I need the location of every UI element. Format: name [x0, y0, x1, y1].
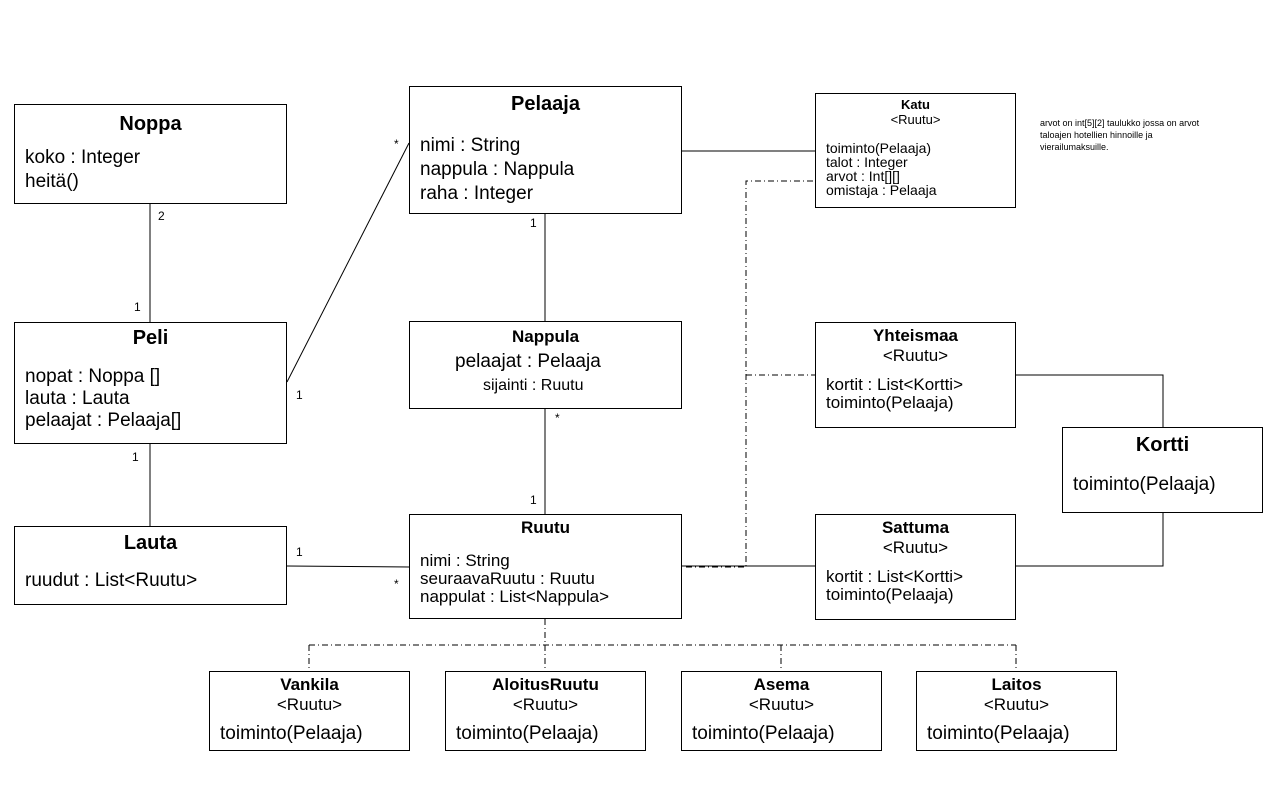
- class-peli: Peli nopat : Noppa [] lauta : Lauta pela…: [14, 322, 287, 444]
- class-title: Katu: [901, 97, 930, 112]
- class-attribute: lauta : Lauta: [25, 388, 130, 409]
- assoc-peli-pelaaja: [286, 142, 410, 383]
- class-attribute: nappulat : List<Nappula>: [420, 587, 610, 606]
- class-attribute: omistaja : Pelaaja: [826, 182, 937, 198]
- multiplicity-peli-pelaaja-peli: 1: [296, 388, 303, 402]
- class-method: toiminto(Pelaaja): [456, 723, 599, 744]
- class-attribute: nimi : String: [420, 135, 521, 156]
- class-ruutu: Ruutu nimi : String seuraavaRuutu : Ruut…: [409, 514, 682, 619]
- class-title: Laitos: [991, 675, 1042, 694]
- class-title: Noppa: [119, 113, 182, 135]
- class-stereotype: <Ruutu>: [882, 346, 949, 365]
- class-stereotype: <Ruutu>: [882, 538, 949, 557]
- note-line: taloajen hotellien hinnoille ja: [1040, 130, 1153, 140]
- class-title: Vankila: [280, 675, 339, 694]
- class-lauta: Lauta ruudut : List<Ruutu>: [14, 526, 287, 605]
- class-stereotype: <Ruutu>: [983, 695, 1050, 714]
- class-title: Nappula: [511, 327, 580, 346]
- class-attribute: koko : Integer: [25, 147, 141, 168]
- class-attribute: seuraavaRuutu : Ruutu: [420, 569, 595, 588]
- class-attribute: raha : Integer: [420, 183, 534, 204]
- class-title: Yhteismaa: [872, 326, 959, 345]
- class-attribute: sijainti : Ruutu: [483, 377, 584, 394]
- class-pelaaja: Pelaaja nimi : String nappula : Nappula …: [409, 86, 682, 214]
- class-method: toiminto(Pelaaja): [1073, 474, 1216, 495]
- class-title: Asema: [753, 675, 810, 694]
- class-asema: Asema <Ruutu> toiminto(Pelaaja): [681, 671, 882, 751]
- class-kortti: Kortti toiminto(Pelaaja): [1062, 427, 1263, 513]
- class-laitos: Laitos <Ruutu> toiminto(Pelaaja): [916, 671, 1117, 751]
- class-attribute: talot : Integer: [826, 154, 908, 170]
- multiplicity-nappula-ruutu-top: *: [555, 411, 560, 425]
- class-attribute: kortit : List<Kortti>: [826, 375, 963, 394]
- assoc-sattuma-kortti: [1016, 513, 1164, 567]
- class-title: Sattuma: [881, 518, 950, 537]
- class-vankila: Vankila <Ruutu> toiminto(Pelaaja): [209, 671, 410, 751]
- multiplicity-lauta-ruutu-ruutu: *: [394, 577, 399, 591]
- multiplicity-peli-pelaaja-pelaaja: *: [394, 137, 399, 151]
- class-method: toiminto(Pelaaja): [927, 723, 1070, 744]
- class-method: toiminto(Pelaaja): [826, 585, 954, 604]
- class-method: toiminto(Pelaaja): [692, 723, 835, 744]
- class-stereotype: <Ruutu>: [748, 695, 815, 714]
- class-attribute: nappula : Nappula: [420, 159, 575, 180]
- class-stereotype: <Ruutu>: [276, 695, 343, 714]
- class-yhteismaa: Yhteismaa <Ruutu> kortit : List<Kortti> …: [815, 322, 1016, 428]
- multiplicity-nappula-ruutu-bottom: 1: [530, 493, 537, 507]
- class-title: Ruutu: [520, 518, 571, 537]
- multiplicity-peli-lauta: 1: [132, 450, 139, 464]
- class-title: Peli: [132, 327, 169, 349]
- class-sattuma: Sattuma <Ruutu> kortit : List<Kortti> to…: [815, 514, 1016, 620]
- inherit-ruutu-katu: [686, 180, 815, 568]
- class-attribute: ruudut : List<Ruutu>: [25, 570, 198, 591]
- class-katu: Katu <Ruutu> toiminto(Pelaaja) talot : I…: [815, 93, 1016, 208]
- class-attribute: arvot : Int[][]: [826, 168, 900, 184]
- class-method: toiminto(Pelaaja): [826, 140, 932, 156]
- multiplicity-lauta-ruutu-lauta: 1: [296, 545, 303, 559]
- class-stereotype: <Ruutu>: [890, 112, 941, 127]
- note-arvot: arvot on int[5][2] taulukko jossa on arv…: [1040, 117, 1199, 153]
- multiplicity-pelaaja-nappula: 1: [530, 216, 537, 230]
- class-method: heitä(): [25, 171, 79, 192]
- multiplicity-noppa-peli-top: 2: [158, 209, 165, 223]
- class-nappula: Nappula pelaajat : Pelaaja sijainti : Ru…: [409, 321, 682, 409]
- class-title: Kortti: [1135, 434, 1190, 456]
- assoc-yhteismaa-kortti: [1016, 374, 1164, 428]
- note-line: arvot on int[5][2] taulukko jossa on arv…: [1040, 118, 1200, 128]
- class-method: toiminto(Pelaaja): [220, 723, 363, 744]
- class-noppa: Noppa koko : Integer heitä(): [14, 104, 287, 204]
- class-aloitusruutu: AloitusRuutu <Ruutu> toiminto(Pelaaja): [445, 671, 646, 751]
- class-attribute: pelaajat : Pelaaja: [455, 351, 601, 372]
- class-attribute: kortit : List<Kortti>: [826, 567, 963, 586]
- class-title: Pelaaja: [511, 93, 580, 115]
- class-title: AloitusRuutu: [492, 675, 599, 694]
- class-attribute: pelaajat : Pelaaja[]: [25, 410, 182, 431]
- note-line: vierailumaksuille.: [1040, 142, 1109, 152]
- class-attribute: nopat : Noppa []: [25, 366, 161, 387]
- class-stereotype: <Ruutu>: [512, 695, 579, 714]
- multiplicity-noppa-peli-bottom: 1: [134, 300, 141, 314]
- class-attribute: nimi : String: [420, 551, 510, 570]
- assoc-lauta-ruutu: [286, 565, 411, 568]
- class-title: Lauta: [123, 532, 178, 554]
- class-method: toiminto(Pelaaja): [826, 393, 954, 412]
